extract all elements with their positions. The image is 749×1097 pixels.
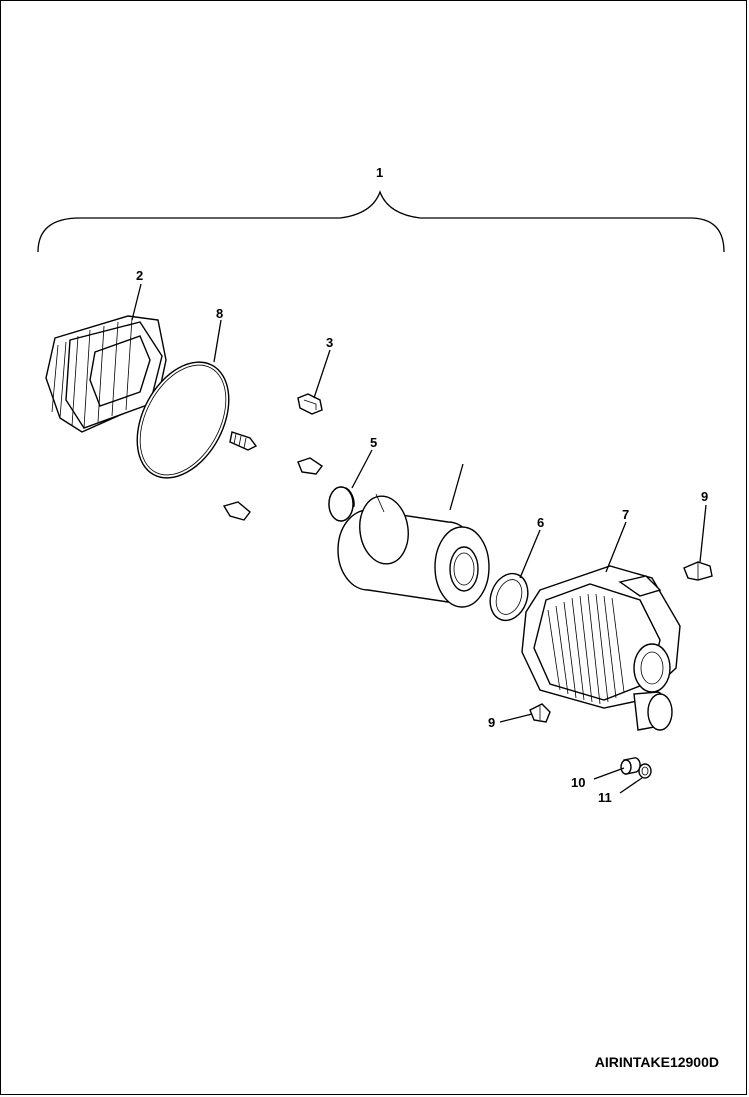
filter-element [337, 493, 490, 608]
leader-3 [313, 349, 331, 399]
clip-small-lower [222, 501, 251, 521]
leader-2 [131, 283, 142, 321]
leader-7 [605, 521, 627, 573]
part-9-fitting-lower [529, 703, 551, 723]
part-7-housing [521, 565, 681, 731]
leader-11 [619, 777, 643, 794]
leader-10 [593, 767, 625, 780]
callout-8: 8 [216, 306, 223, 321]
callout-2: 2 [136, 268, 143, 283]
part-8-o-ring-inner [139, 364, 227, 476]
part-5-safety-element [328, 486, 355, 522]
part-10-plug [620, 757, 641, 775]
leader-6 [519, 529, 541, 579]
callout-6: 6 [537, 515, 544, 530]
drawing-code: AIRINTAKE12900D [594, 1054, 719, 1070]
leader-filter [449, 463, 464, 511]
leader-9-upper [699, 504, 707, 563]
callout-1: 1 [376, 165, 383, 180]
part-9-fitting-upper [683, 561, 713, 581]
part-8-o-ring [136, 361, 230, 479]
callout-9-lower: 9 [488, 715, 495, 730]
callout-10: 10 [571, 775, 585, 790]
callout-11: 11 [598, 790, 612, 805]
callout-9-upper: 9 [701, 489, 708, 504]
part-11-nut [638, 763, 652, 779]
leader-5 [351, 449, 373, 489]
assembly-brace [37, 190, 725, 253]
leader-8 [213, 319, 222, 363]
screw-small [229, 431, 258, 451]
callout-3: 3 [326, 335, 333, 350]
part-3-clip [297, 393, 323, 415]
callout-7: 7 [622, 507, 629, 522]
clip-small-upper [297, 457, 324, 475]
part-6-seal-ring-inner [495, 579, 523, 615]
part-2-front-cover [45, 315, 167, 433]
callout-5: 5 [370, 435, 377, 450]
part-6-seal-ring [489, 572, 529, 622]
leader-9-lower [499, 713, 533, 723]
